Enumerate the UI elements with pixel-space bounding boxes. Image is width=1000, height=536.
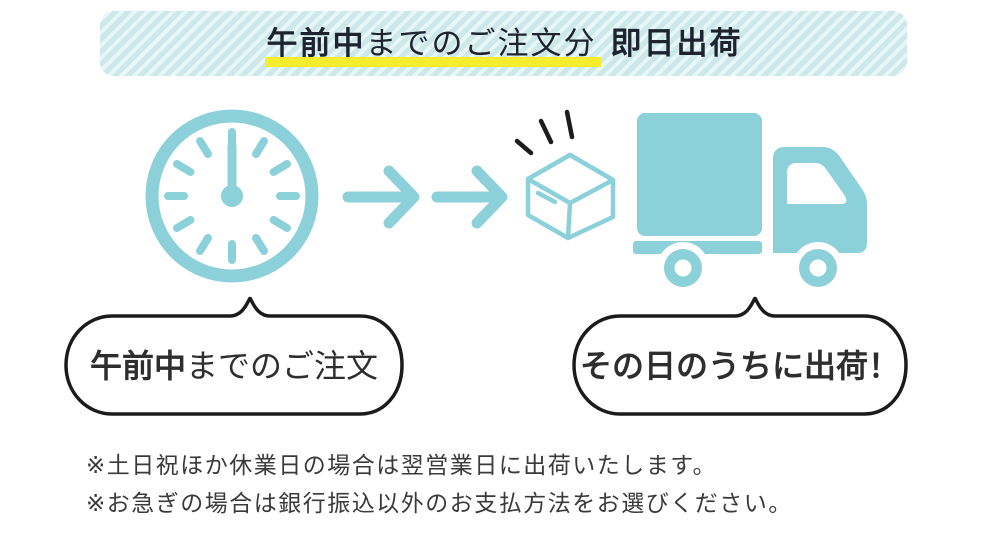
package-label-slot: [535, 190, 558, 205]
clock-icon: [145, 109, 319, 283]
footnote-line: ※土日祝ほか休業日の場合は翌営業日に出荷いたします。: [86, 452, 717, 478]
package-front-edge: [565, 200, 573, 241]
banner-title: 午前中までのご注文分即日出荷: [264, 26, 743, 67]
order-speech-bubble: 午前中までのご注文: [64, 296, 404, 416]
banner-highlighted-phrase: 午前中までのご注文分: [264, 26, 601, 67]
order-bubble-shape: [64, 296, 404, 416]
banner-highlight-regular-text: までのご注文分: [365, 26, 597, 61]
clock-face: [145, 109, 319, 283]
footnotes: ※土日祝ほか休業日の場合は翌営業日に出荷いたします。 ※お急ぎの場合は銀行振込以…: [86, 446, 793, 522]
arrow-right-icon: [342, 165, 420, 229]
ship-bubble-shape: [572, 296, 908, 416]
banner-highlight-bold-text: 午前中: [266, 26, 366, 61]
truck-rear-wheel-hub: [674, 259, 692, 277]
ship-bubble-text: その日のうちに出荷！: [580, 348, 900, 384]
truck-cargo-box: [637, 113, 762, 236]
burst-lines-icon: [514, 109, 575, 156]
shipping-banner: 午前中までのご注文分即日出荷: [100, 11, 907, 76]
footnote-line: ※お急ぎの場合は銀行振込以外のお支払方法をお選びください。: [86, 490, 793, 516]
delivery-truck-icon: [633, 113, 867, 294]
package-icon: [525, 152, 616, 241]
truck-window: [787, 163, 847, 204]
clock-hand-hub: [221, 185, 243, 207]
arrow-right-icon: [431, 165, 508, 229]
banner-emphasis-text: 即日出荷: [610, 26, 743, 61]
ship-speech-bubble: その日のうちに出荷！: [572, 296, 908, 416]
order-bubble-text: 午前中までのご注文: [90, 348, 378, 384]
truck-front-wheel-hub: [809, 259, 827, 277]
